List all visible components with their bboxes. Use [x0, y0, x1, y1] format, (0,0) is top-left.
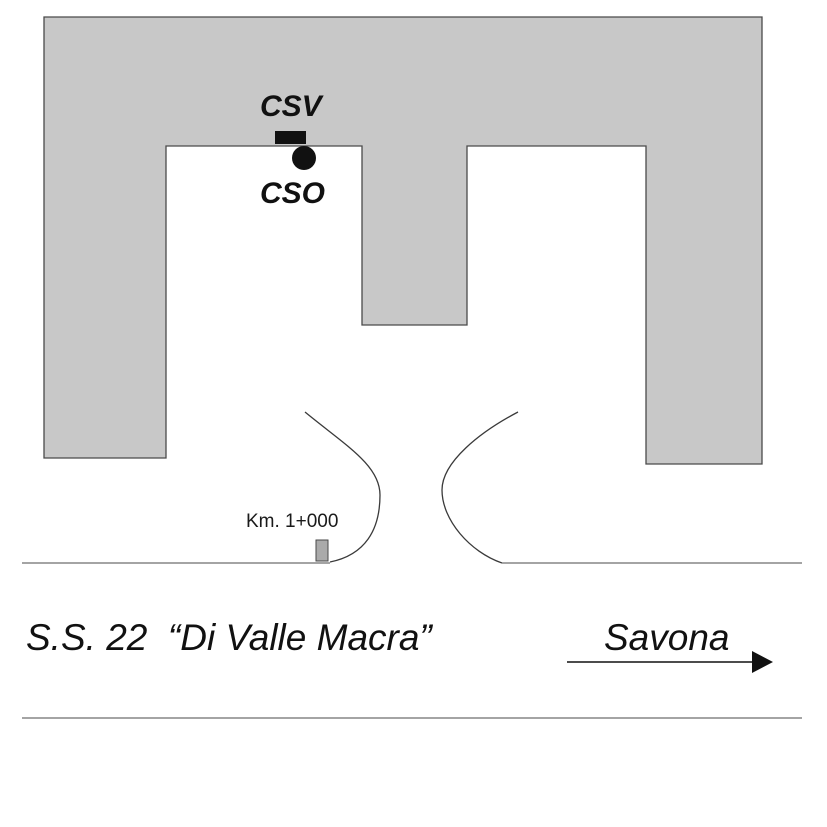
- cso-label: CSO: [260, 177, 325, 210]
- road-name: S.S. 22 “Di Valle Macra”: [26, 617, 433, 658]
- direction-label: Savona: [604, 617, 730, 658]
- csv-marker: [275, 131, 306, 144]
- csv-label: CSV: [260, 90, 325, 123]
- building-footprint: [43, 16, 763, 465]
- km-post: [315, 539, 329, 562]
- km-label: Km. 1+000: [246, 511, 338, 532]
- access-road-left-edge: [304, 411, 381, 563]
- arrow-right-icon: [567, 651, 773, 673]
- cso-marker: [292, 146, 316, 170]
- access-road-right-edge: [441, 411, 519, 564]
